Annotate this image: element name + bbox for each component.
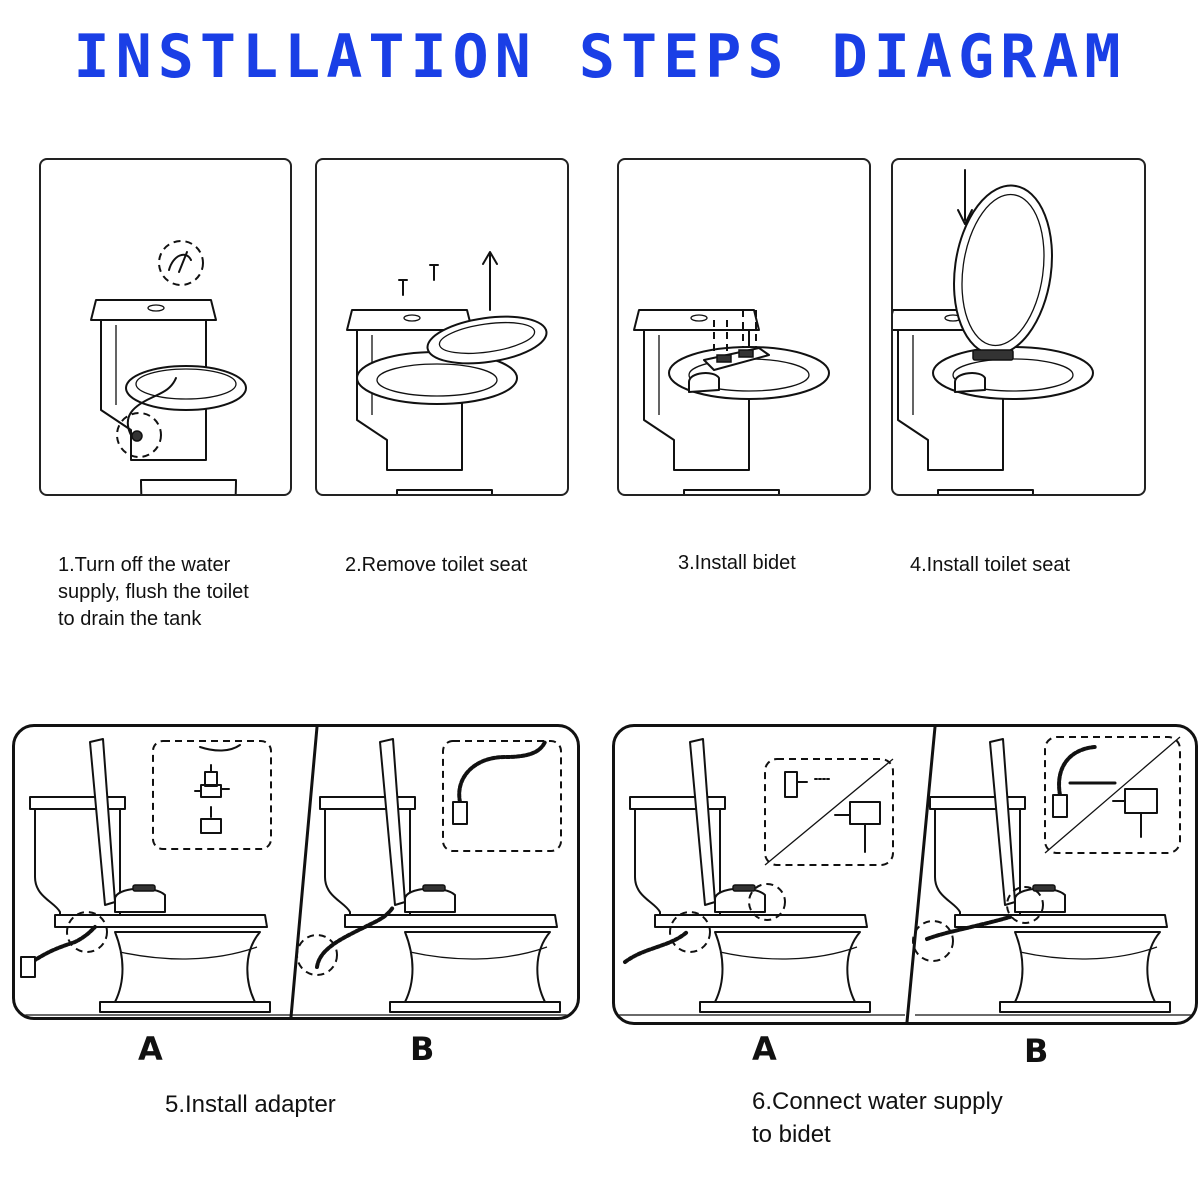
step-3-illustration — [633, 309, 830, 494]
step-1-caption: 1.Turn off the water supply, flush the t… — [58, 554, 249, 630]
step-3-panel — [617, 158, 871, 496]
step-6-panel — [612, 724, 1198, 1025]
step-2-panel — [315, 158, 569, 496]
step-2-caption: 2.Remove toilet seat — [345, 554, 528, 576]
step-6-caption: 6.Connect water supply to bidet — [752, 1088, 1003, 1148]
step-5-label-b: B — [410, 1030, 435, 1068]
step-5-panel — [12, 724, 580, 1020]
step-3-caption: 3.Install bidet — [678, 552, 796, 574]
step-6-illustration — [615, 727, 1195, 1022]
step-4-panel — [891, 158, 1146, 496]
step-5-illustration — [15, 727, 577, 1017]
step-5-caption: 5.Install adapter — [165, 1091, 336, 1118]
step-4-illustration — [893, 169, 1094, 494]
step-4-caption: 4.Install toilet seat — [910, 554, 1071, 576]
step-2-illustration — [346, 251, 548, 494]
page-title: INSTLLATION STEPS DIAGRAM — [73, 22, 1127, 92]
step-6-label-a: A — [752, 1030, 777, 1068]
step-1-illustration — [90, 240, 247, 494]
step-6-label-b: B — [1024, 1032, 1049, 1070]
step-5-label-a: A — [138, 1030, 163, 1068]
step-1-panel — [39, 158, 292, 496]
